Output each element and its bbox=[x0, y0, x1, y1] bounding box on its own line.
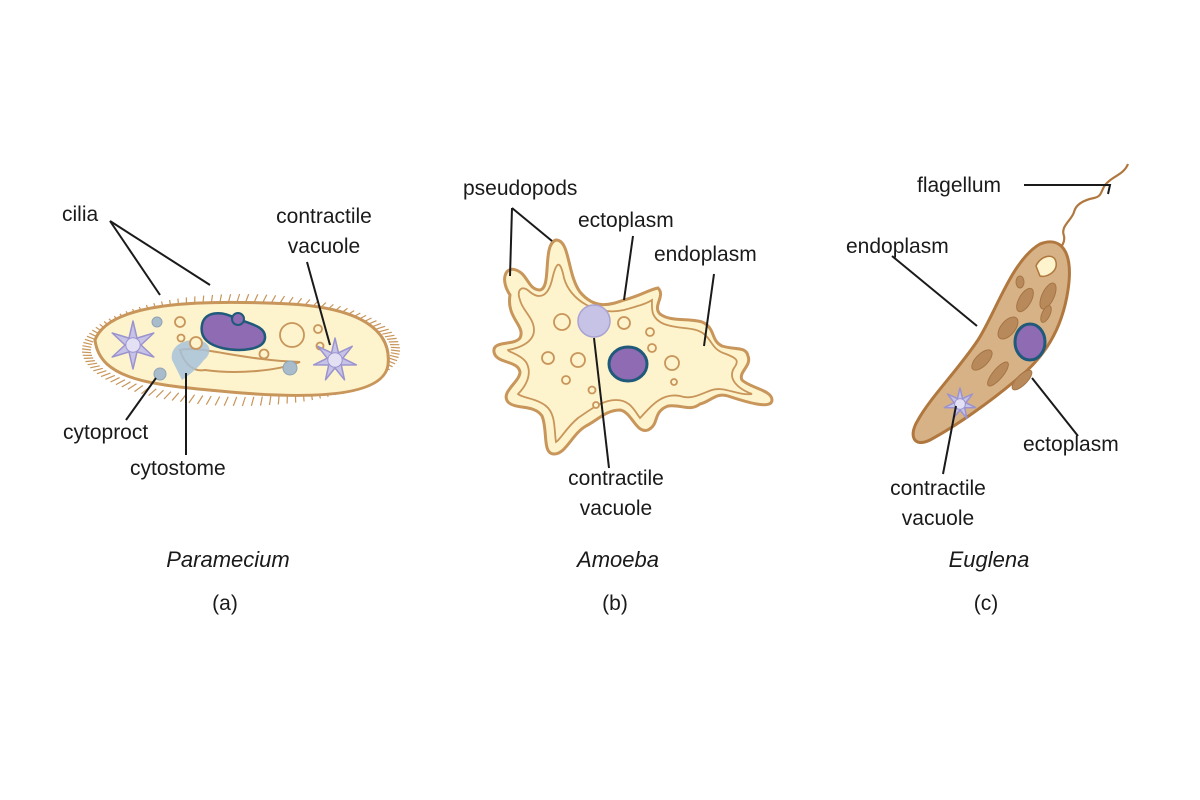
label-euglena-endoplasm: endoplasm bbox=[846, 235, 949, 258]
cilium bbox=[134, 385, 144, 393]
label-cytostome: cytostome bbox=[130, 457, 226, 480]
label-amoeba-contractile-vacuole: contractile vacuole bbox=[546, 464, 686, 524]
cilium bbox=[387, 337, 397, 340]
title-paramecium: Paramecium bbox=[166, 547, 290, 572]
cilium bbox=[379, 328, 389, 333]
label-cilia: cilia bbox=[62, 203, 99, 226]
paramecium-leader-lines bbox=[109, 220, 331, 455]
cilium bbox=[205, 395, 212, 405]
cilium bbox=[232, 396, 238, 407]
label-euglena-ectoplasm: ectoplasm bbox=[1023, 433, 1119, 456]
cilium bbox=[87, 362, 98, 366]
cilium bbox=[82, 345, 92, 348]
cilium bbox=[375, 325, 386, 330]
cilium bbox=[110, 377, 120, 383]
cilium bbox=[82, 351, 92, 354]
label-paramecium-contractile-vacuole: contractile vacuole bbox=[254, 202, 394, 262]
cilium bbox=[390, 349, 401, 352]
label-flagellum: flagellum bbox=[917, 174, 1002, 197]
cilium bbox=[171, 392, 180, 401]
cilium bbox=[86, 335, 96, 340]
cilium bbox=[384, 334, 395, 338]
label-cytoproct: cytoproct bbox=[63, 421, 149, 444]
label-line-1: contractile bbox=[890, 477, 986, 500]
euglena-flagellum bbox=[1047, 163, 1130, 267]
paramecium-vesicles bbox=[151, 316, 298, 381]
euglena-reservoir bbox=[1035, 255, 1057, 278]
cilium bbox=[81, 348, 92, 351]
paramecium-contractile-vacuole-left bbox=[111, 320, 155, 370]
paramecium-macronucleus bbox=[200, 312, 267, 352]
cilium bbox=[115, 379, 126, 386]
label-amoeba-endoplasm: endoplasm bbox=[654, 243, 757, 266]
label-amoeba-ectoplasm: ectoplasm bbox=[578, 209, 674, 232]
cilium bbox=[84, 338, 94, 343]
cilium bbox=[259, 396, 263, 406]
cilium bbox=[382, 331, 392, 335]
amoeba-contractile-vacuole bbox=[577, 304, 611, 338]
title-euglena: Euglena bbox=[948, 547, 1030, 572]
label-line-2: vacuole bbox=[287, 235, 361, 258]
vacuole-center bbox=[954, 398, 966, 410]
cilium bbox=[148, 388, 157, 397]
cytostome-structure bbox=[171, 340, 210, 380]
label-euglena-contractile-vacuole: contractile vacuole bbox=[868, 474, 1008, 534]
cilium bbox=[389, 354, 399, 359]
cilium bbox=[96, 370, 107, 375]
cilium bbox=[241, 396, 246, 407]
label-line-1: contractile bbox=[276, 205, 372, 228]
euglena bbox=[891, 163, 1130, 475]
cilium bbox=[93, 367, 103, 372]
vacuole-center bbox=[327, 352, 343, 368]
label-line-2: vacuole bbox=[901, 507, 975, 530]
cilium bbox=[121, 381, 131, 388]
panel-letter-a: (a) bbox=[212, 592, 238, 615]
euglena-leader-lines bbox=[891, 184, 1112, 475]
euglena-chloroplasts bbox=[971, 275, 1057, 391]
cilium bbox=[214, 396, 221, 406]
cilium bbox=[277, 395, 280, 405]
panel-letter-c: (c) bbox=[973, 592, 999, 615]
title-amoeba: Amoeba bbox=[577, 547, 659, 572]
label-line-1: contractile bbox=[568, 467, 664, 490]
cilium bbox=[390, 346, 400, 349]
cilium bbox=[155, 389, 164, 398]
cilium bbox=[105, 374, 116, 380]
cilium bbox=[250, 396, 255, 407]
cilium bbox=[223, 396, 229, 406]
amoeba bbox=[492, 207, 774, 469]
amoeba-food-vacuoles bbox=[541, 313, 680, 409]
cilium bbox=[100, 372, 111, 378]
label-line-2: vacuole bbox=[579, 497, 653, 520]
amoeba-nucleus bbox=[607, 345, 649, 383]
cilium bbox=[196, 395, 204, 405]
cilium bbox=[188, 394, 196, 404]
cilium bbox=[390, 352, 400, 355]
cilium bbox=[388, 357, 398, 362]
panel-letter-b: (b) bbox=[602, 592, 628, 615]
paramecium-contractile-vacuole-right bbox=[312, 337, 358, 381]
paramecium bbox=[81, 220, 401, 455]
euglena-nucleus bbox=[1013, 322, 1047, 362]
vacuole-center bbox=[125, 337, 141, 353]
cilium bbox=[127, 383, 137, 390]
cilium bbox=[85, 360, 95, 363]
amoeba-leader-lines bbox=[509, 207, 715, 469]
cilium bbox=[90, 365, 100, 369]
cilium bbox=[83, 341, 93, 346]
cilium bbox=[268, 396, 272, 406]
paramecium-micronucleus bbox=[231, 312, 245, 326]
cilium bbox=[163, 391, 172, 400]
label-pseudopods: pseudopods bbox=[463, 177, 578, 200]
euglena-contractile-vacuole bbox=[943, 387, 977, 420]
